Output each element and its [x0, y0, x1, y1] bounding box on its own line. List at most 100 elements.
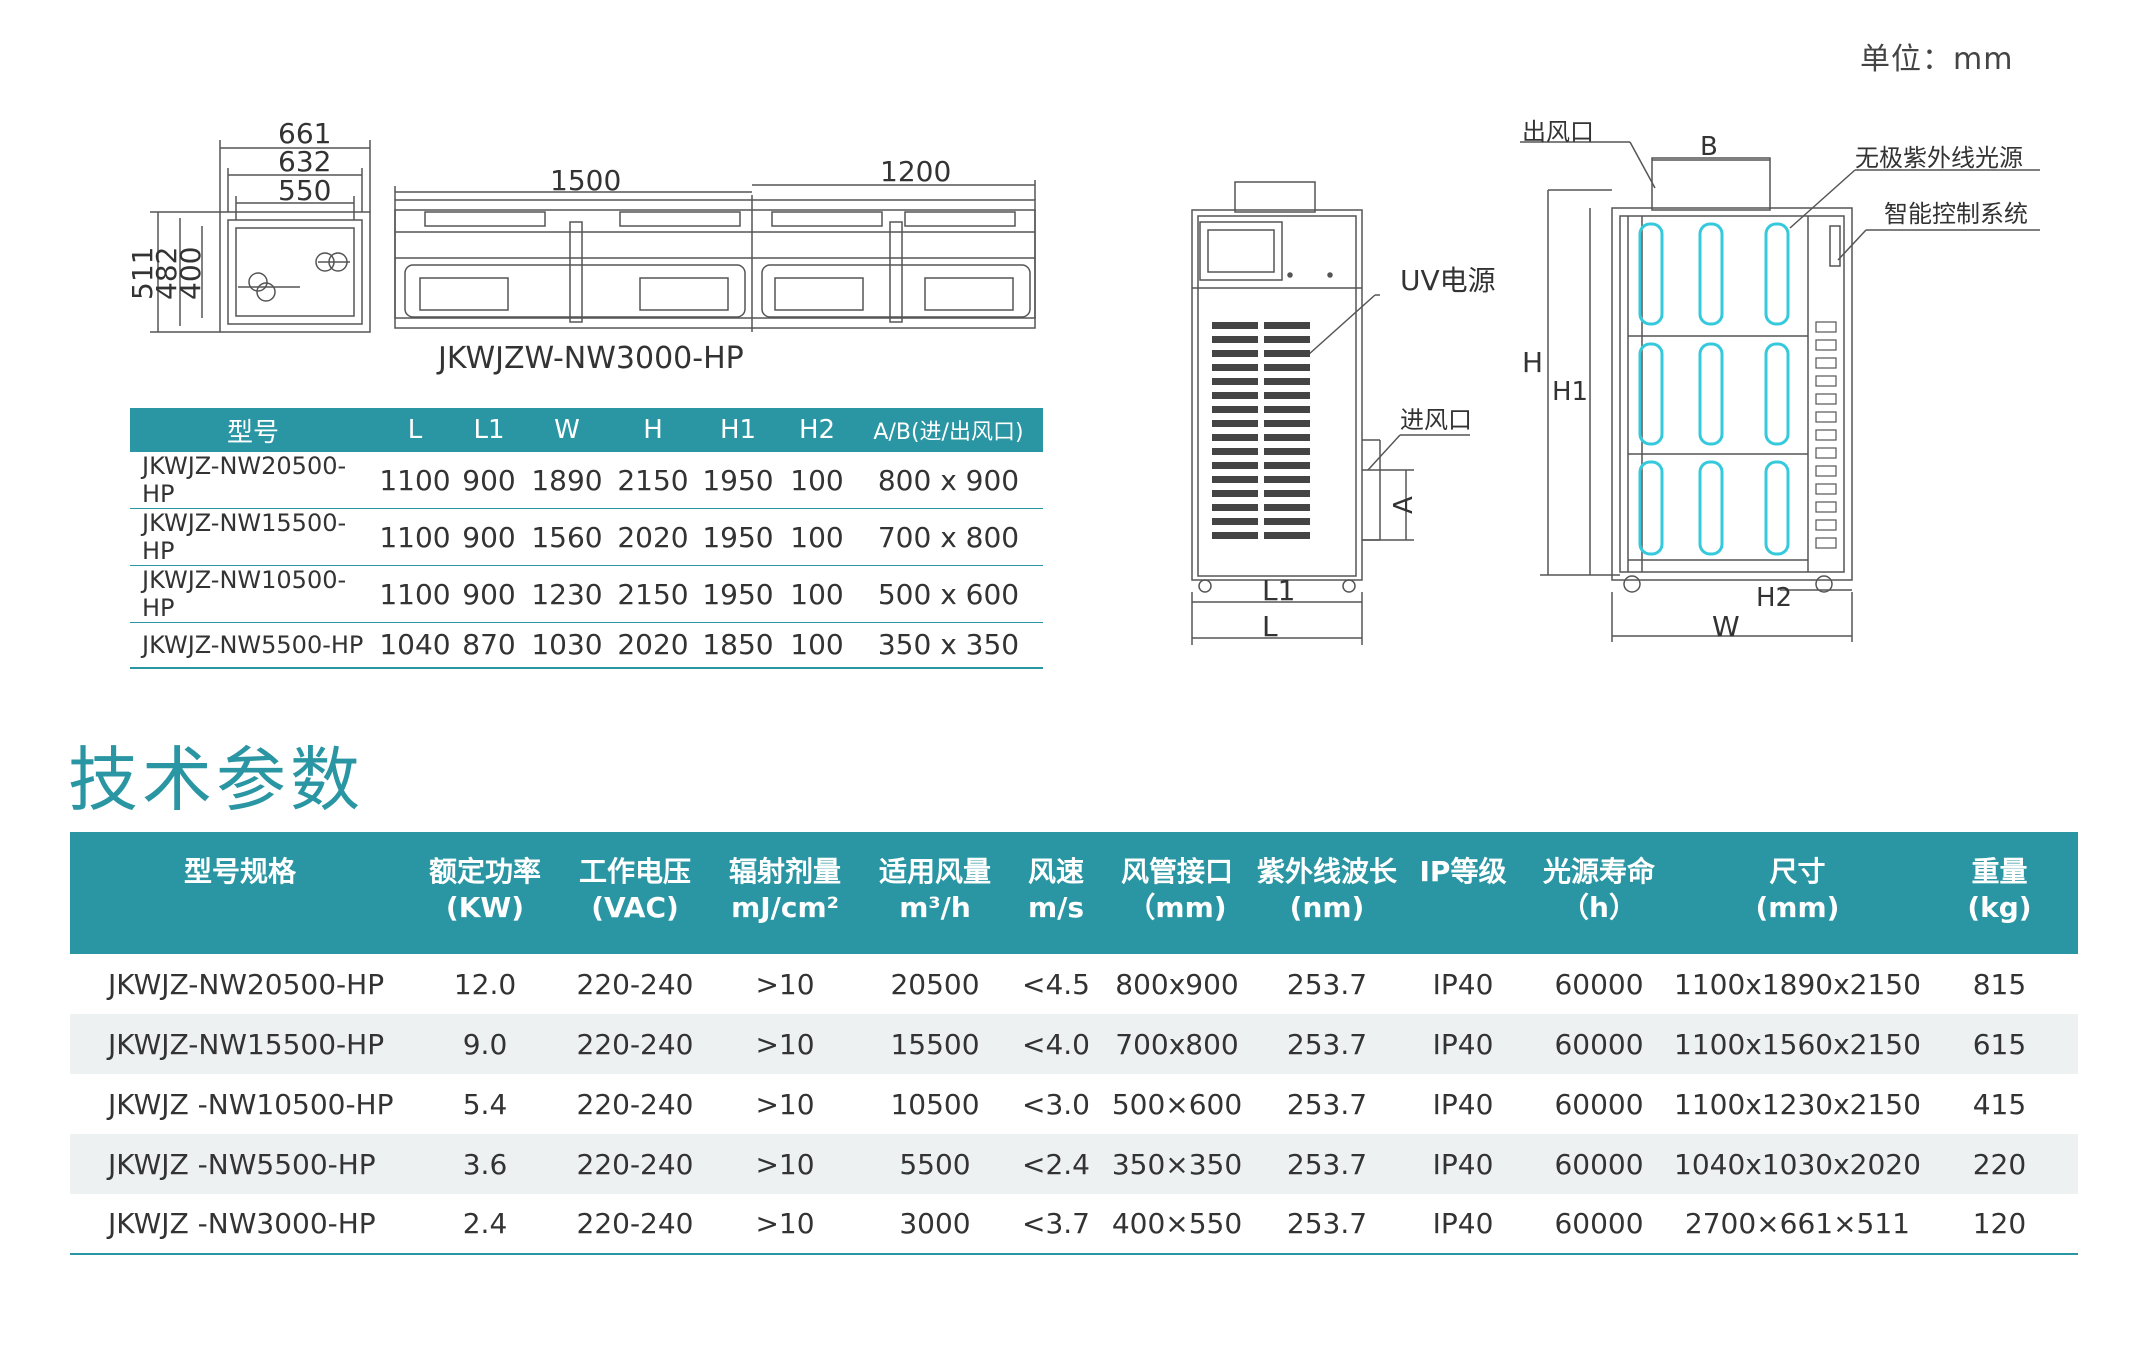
table-cell: 2020 [610, 508, 696, 566]
table-cell: 10500 [890, 1087, 980, 1121]
table-cell: 100 [780, 622, 854, 669]
table-cell: 800 x 900 [854, 452, 1043, 509]
table-cell: IP40 [1432, 1087, 1494, 1121]
tech-header-power: 额定功率(KW) [410, 832, 560, 954]
tech-header-lifetime: 光源寿命（h） [1524, 832, 1674, 954]
dim-header-AB: A/B(进/出风口) [854, 408, 1043, 452]
table-row: JKWJZ -NW5500-HP 3.6 220-240 >10 5500 <2… [70, 1134, 2078, 1194]
table-cell: 220-240 [560, 1134, 710, 1194]
dim-1500: 1500 [550, 164, 621, 197]
table-cell: 60000 [1524, 1014, 1674, 1074]
table-cell: <2.4 [1010, 1134, 1102, 1194]
table-cell: IP40 [1402, 1014, 1524, 1074]
table-cell: 220 [1920, 1134, 2078, 1194]
dim-header-L: L [376, 408, 454, 452]
table-cell: 900 [454, 452, 524, 509]
table-cell: 1100 [376, 508, 454, 566]
table-cell: 3000 [860, 1194, 1010, 1255]
table-cell: 220-240 [560, 1194, 710, 1255]
callout-outlet: 出风口 [1522, 118, 1594, 146]
table-cell: 5.4 [462, 1087, 508, 1121]
table-cell: 3.6 [410, 1134, 560, 1194]
table-cell: 2150 [610, 565, 696, 623]
tech-header-wavelength: 紫外线波长(nm) [1252, 832, 1402, 954]
table-cell: 1100x1890x2150 [1674, 967, 1921, 1001]
dimensions-table: 型号 L L1 W H H1 H2 A/B(进/出风口) JKWJZ-NW205… [130, 408, 1043, 669]
table-cell: 253.7 [1252, 1194, 1402, 1255]
table-cell: JKWJZ-NW15500-HP [70, 1014, 410, 1074]
table-cell: 815 [1972, 967, 2027, 1001]
table-cell: <3.7 [1010, 1194, 1102, 1255]
dim-1200: 1200 [880, 155, 951, 188]
table-cell: 700 x 800 [854, 508, 1043, 566]
cabinet-louvers [1212, 322, 1310, 539]
table-cell: 100 [780, 565, 854, 623]
model-caption: JKWJZW-NW3000-HP [436, 341, 744, 376]
dim-header-W: W [524, 408, 610, 452]
technical-drawings: 661 632 550 511 482 400 1500 1200 JKWJZW… [126, 117, 2040, 645]
table-cell: 2.4 [410, 1194, 560, 1255]
tech-header-duct: 风管接口（mm) [1102, 832, 1252, 954]
control-terminals [1815, 321, 1837, 549]
table-cell: 800x900 [1115, 967, 1239, 1001]
table-cell: 220-240 [560, 1014, 710, 1074]
table-cell: 700x800 [1102, 1014, 1252, 1074]
table-cell: 1100x1560x2150 [1674, 1014, 1921, 1074]
table-cell: JKWJZ -NW10500-HP [108, 1087, 394, 1121]
dim-header-H1: H1 [696, 408, 780, 452]
table-cell: 220-240 [576, 1087, 694, 1121]
dim-550: 550 [278, 174, 331, 207]
dim-400: 400 [174, 247, 207, 300]
cabinet-front-labels: UV电源 进风口 A L1 L [1262, 264, 1496, 643]
table-cell: 1850 [696, 622, 780, 669]
table-cell: 1560 [524, 508, 610, 566]
table-cell: 253.7 [1252, 1134, 1402, 1194]
table-cell: 120 [1920, 1194, 2078, 1255]
dim-661: 661 [278, 117, 331, 150]
table-cell: 350×350 [1102, 1134, 1252, 1194]
table-row: JKWJZ-NW10500-HP 1100 900 1230 2150 1950… [130, 565, 1043, 623]
table-row: JKWJZ-NW15500-HP 9.0 220-240 >10 15500 <… [70, 1014, 2078, 1074]
table-cell: 900 [454, 508, 524, 566]
label-H: H [1522, 346, 1543, 379]
label-H2: H2 [1756, 583, 1792, 613]
table-row: JKWJZ -NW10500-HP 5.4 220-240 >10 10500 … [70, 1074, 2078, 1134]
table-cell: 2150 [610, 452, 696, 509]
table-cell: 415 [1972, 1087, 2027, 1121]
section-title: 技术参数 [68, 739, 364, 821]
table-cell: 1950 [696, 508, 780, 566]
duct-unit-labels: 661 632 550 511 482 400 1500 1200 JKWJZW… [126, 117, 951, 376]
table-cell: 400×550 [1102, 1194, 1252, 1255]
dim-header-model: 型号 [130, 408, 376, 452]
table-cell: 1890 [524, 452, 610, 509]
callout-control: 智能控制系统 [1884, 200, 2028, 228]
table-cell: <3.0 [1022, 1087, 1090, 1121]
table-cell: 9.0 [410, 1014, 560, 1074]
dim-632: 632 [278, 145, 331, 178]
label-W: W [1712, 610, 1740, 643]
table-cell: 870 [454, 622, 524, 669]
table-cell: JKWJZ -NW5500-HP [70, 1134, 410, 1194]
table-cell: >10 [710, 1194, 860, 1255]
uv-lamps [1638, 222, 1790, 556]
table-cell: 1040 [376, 622, 454, 669]
table-cell: 60000 [1554, 967, 1644, 1001]
label-L: L [1262, 610, 1278, 643]
table-cell: JKWJZ-NW20500-HP [130, 452, 376, 509]
cabinet-interior-drawing [1520, 141, 2040, 642]
table-cell: JKWJZ-NW10500-HP [130, 565, 376, 623]
table-cell: JKWJZ-NW5500-HP [130, 622, 376, 669]
label-B: B [1700, 132, 1718, 162]
table-cell: IP40 [1402, 1134, 1524, 1194]
table-row: JKWJZ-NW20500-HP 12.0 220-240 >10 20500 … [70, 954, 2078, 1014]
table-cell: 1950 [696, 565, 780, 623]
tech-header-model: 型号规格 [70, 832, 410, 954]
table-cell: 1950 [696, 452, 780, 509]
dim-482: 482 [150, 247, 183, 300]
table-cell: 60000 [1554, 1087, 1644, 1121]
table-cell: >10 [710, 1014, 860, 1074]
